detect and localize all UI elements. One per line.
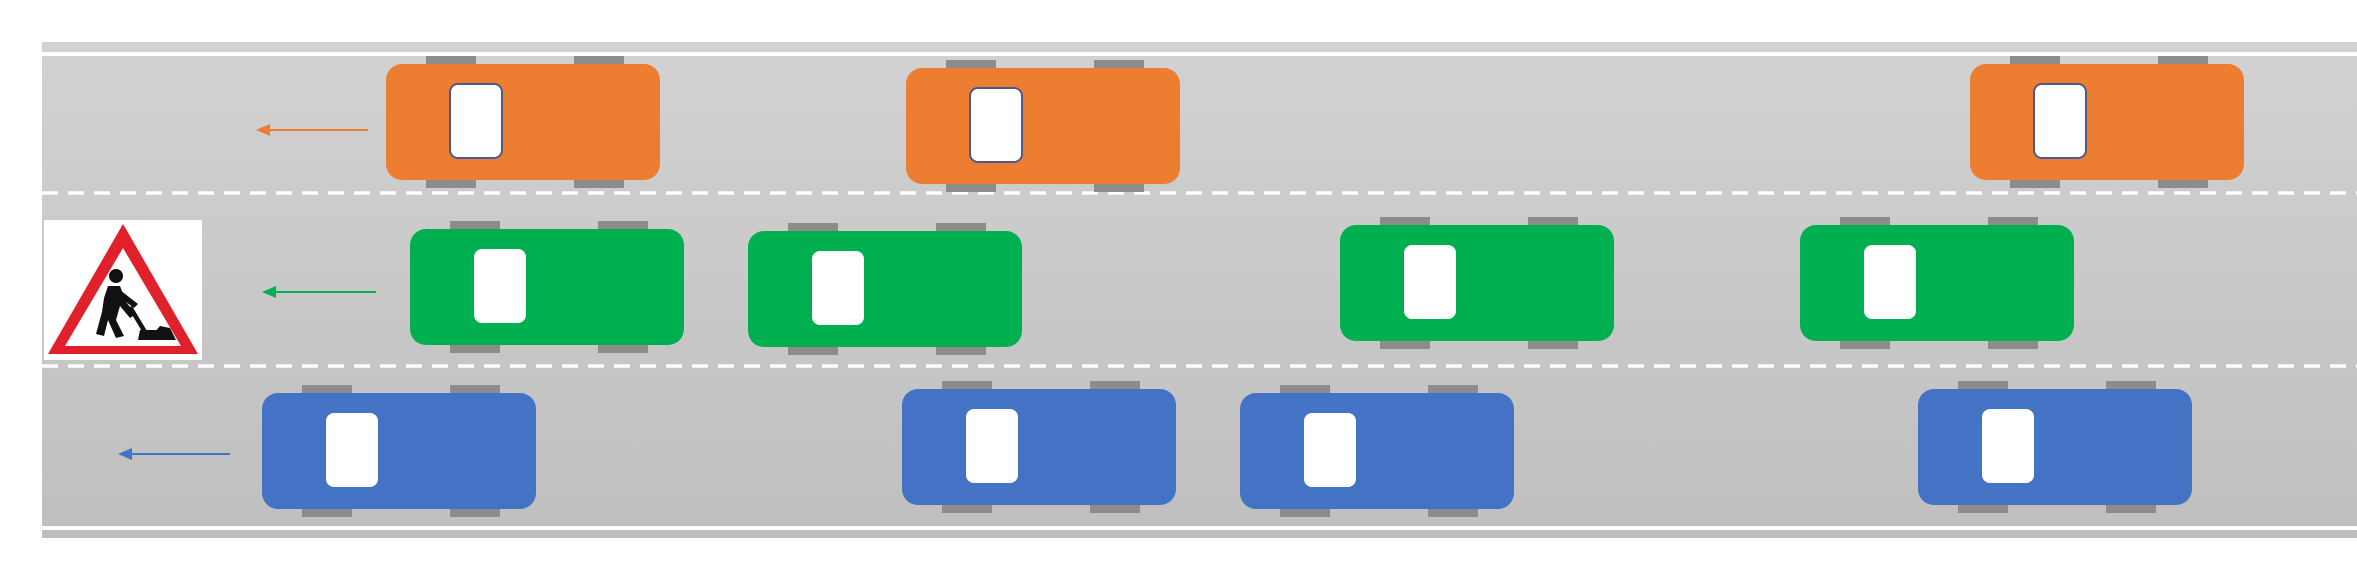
road-works-sign-icon	[44, 220, 202, 360]
car-window	[474, 249, 526, 323]
car-body	[1918, 389, 2192, 505]
car-body	[410, 229, 684, 345]
car-wheel	[1094, 182, 1144, 192]
car-body	[902, 389, 1176, 505]
car-wheel	[1380, 217, 1430, 227]
car-wheel	[788, 345, 838, 355]
car-wheel	[2106, 503, 2156, 513]
car-wheel	[788, 223, 838, 233]
car-green-3	[1340, 217, 1614, 349]
car-body	[906, 68, 1180, 184]
car-window	[2033, 83, 2087, 159]
car-wheel	[1428, 507, 1478, 517]
car-wheel	[1840, 217, 1890, 227]
road-edge-top	[42, 52, 2357, 56]
car-blue-1	[262, 385, 536, 517]
car-wheel	[2158, 178, 2208, 188]
car-window	[449, 83, 503, 159]
car-wheel	[2106, 381, 2156, 391]
car-green-1	[410, 221, 684, 353]
car-blue-2	[902, 381, 1176, 513]
car-wheel	[302, 385, 352, 395]
car-wheel	[450, 507, 500, 517]
car-window	[1404, 245, 1456, 319]
car-window	[969, 87, 1023, 163]
car-window	[326, 413, 378, 487]
car-wheel	[1528, 217, 1578, 227]
car-body	[262, 393, 536, 509]
car-body	[1800, 225, 2074, 341]
arrow-left-icon	[118, 448, 230, 460]
car-wheel	[936, 345, 986, 355]
arrow-left-icon	[256, 124, 368, 136]
car-orange-2	[906, 60, 1180, 192]
car-wheel	[574, 56, 624, 66]
cars-layer	[262, 56, 2244, 517]
car-blue-3	[1240, 385, 1514, 517]
car-wheel	[302, 507, 352, 517]
worker-digging-icon	[96, 269, 176, 340]
car-wheel	[1090, 503, 1140, 513]
car-green-2	[748, 223, 1022, 355]
car-wheel	[2158, 56, 2208, 66]
car-wheel	[1090, 381, 1140, 391]
car-body	[1340, 225, 1614, 341]
car-wheel	[946, 182, 996, 192]
car-window	[966, 409, 1018, 483]
car-green-4	[1800, 217, 2074, 349]
car-window	[812, 251, 864, 325]
car-wheel	[942, 381, 992, 391]
car-orange-1	[386, 56, 660, 188]
car-body	[386, 64, 660, 180]
car-wheel	[1958, 381, 2008, 391]
car-wheel	[2010, 178, 2060, 188]
car-body	[1970, 64, 2244, 180]
car-wheel	[2010, 56, 2060, 66]
car-wheel	[1280, 507, 1330, 517]
car-wheel	[1280, 385, 1330, 395]
road-edge-bottom	[42, 526, 2357, 530]
car-wheel	[1958, 503, 2008, 513]
car-wheel	[426, 178, 476, 188]
car-wheel	[936, 223, 986, 233]
car-wheel	[1988, 217, 2038, 227]
car-wheel	[450, 221, 500, 231]
car-wheel	[450, 343, 500, 353]
car-blue-4	[1918, 381, 2192, 513]
car-wheel	[946, 60, 996, 70]
car-wheel	[1428, 385, 1478, 395]
car-wheel	[450, 385, 500, 395]
car-window	[1864, 245, 1916, 319]
car-wheel	[1094, 60, 1144, 70]
car-wheel	[598, 343, 648, 353]
car-wheel	[1528, 339, 1578, 349]
car-wheel	[598, 221, 648, 231]
car-wheel	[1840, 339, 1890, 349]
car-orange-3	[1970, 56, 2244, 188]
car-body	[1240, 393, 1514, 509]
car-window	[1982, 409, 2034, 483]
car-wheel	[942, 503, 992, 513]
car-body	[748, 231, 1022, 347]
car-window	[1304, 413, 1356, 487]
car-wheel	[574, 178, 624, 188]
car-wheel	[1380, 339, 1430, 349]
arrow-left-icon	[262, 286, 376, 298]
car-wheel	[1988, 339, 2038, 349]
car-wheel	[426, 56, 476, 66]
